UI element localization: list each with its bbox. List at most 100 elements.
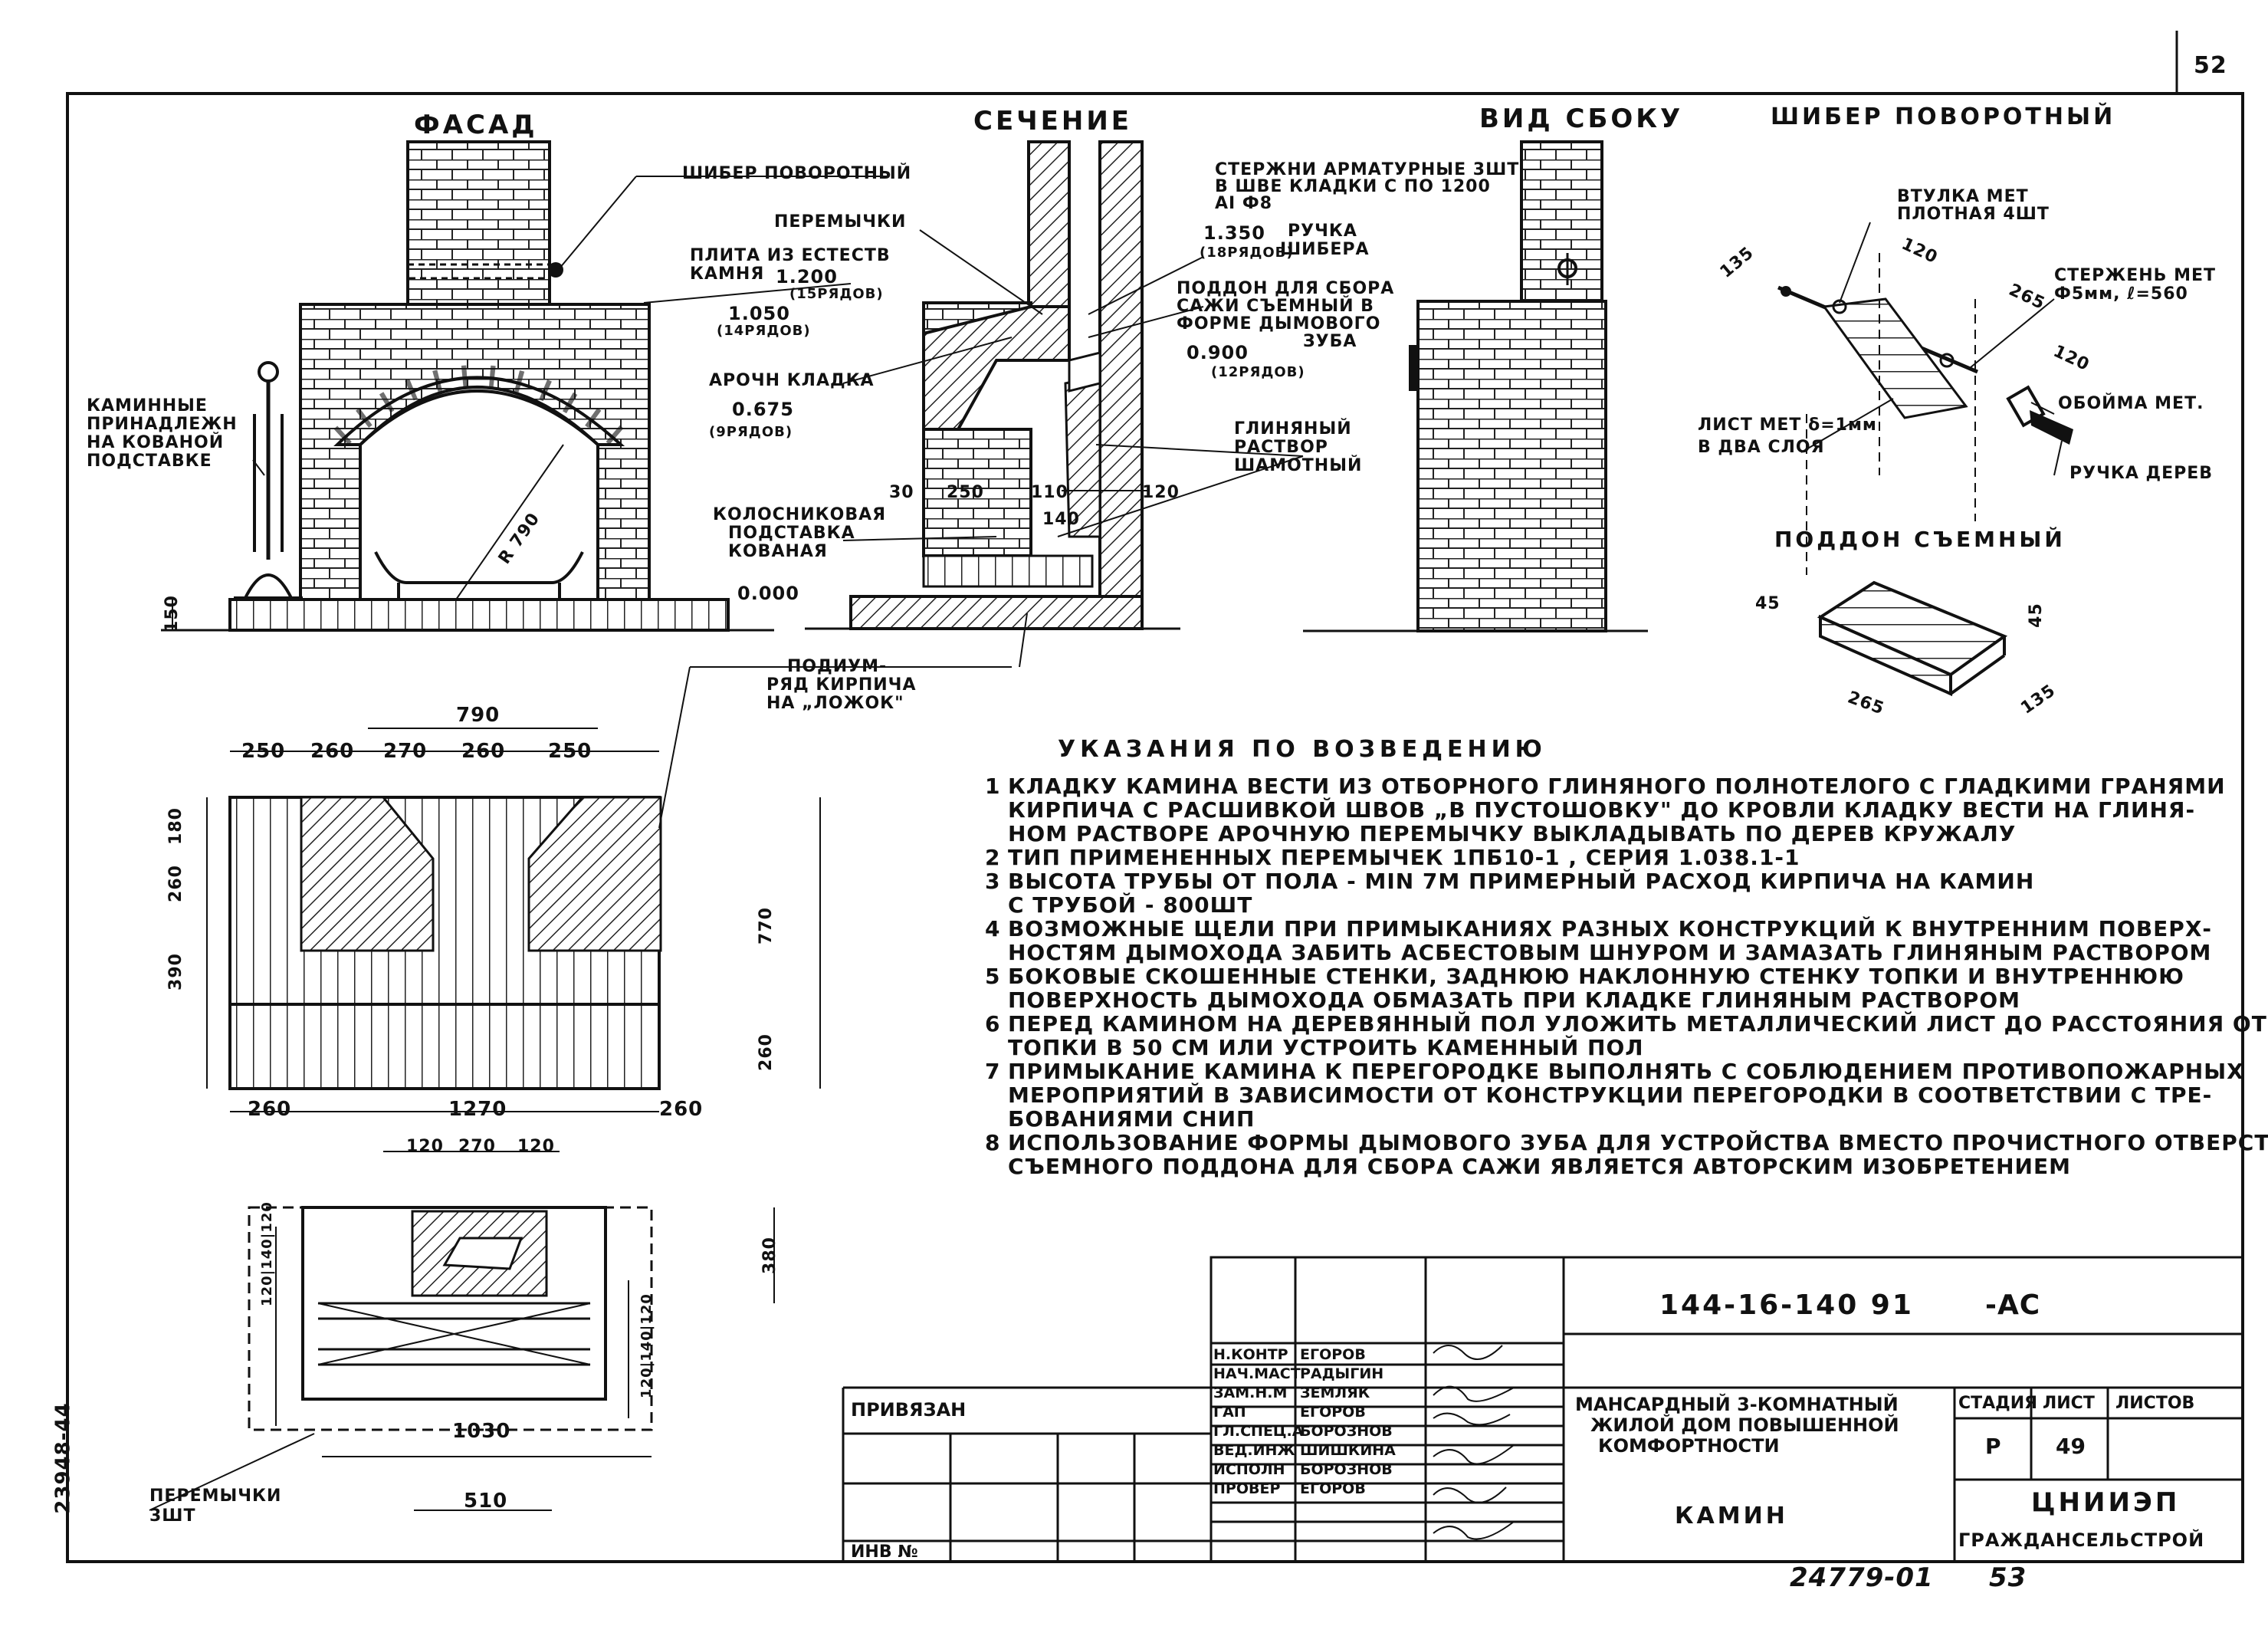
stamp-person: БОРОЗНОВ — [1300, 1461, 1393, 1478]
stage-value: Р — [1985, 1434, 2001, 1459]
level-0675: 0.675 — [732, 399, 794, 420]
plan2-dim-right: 120|140|120 — [638, 1293, 655, 1398]
plan2-dim-left: 120|140|120 — [258, 1201, 275, 1306]
handle-label-1: РУЧКА — [1288, 222, 1357, 241]
dim-30: 30 — [889, 483, 914, 502]
stage-header: СТАДИЯ — [1958, 1394, 2038, 1413]
plan-dim-260br: 260 — [659, 1098, 704, 1121]
plan-dim-260bl: 260 — [248, 1098, 292, 1121]
stamp-role: ГАП — [1213, 1404, 1246, 1421]
rows-18: (18РЯДОВ) — [1200, 245, 1294, 261]
plan-dim-770: 770 — [756, 907, 776, 944]
plan2-dim-120a: 120 — [406, 1137, 444, 1156]
rebar-label-2: В ШВЕ КЛАДКИ С ПО 1200 — [1215, 177, 1491, 196]
note-line: БОВАНИЯМИ СНИП — [985, 1107, 2211, 1131]
level-1200: 1.200 — [776, 266, 838, 287]
sheet-number-top: 52 — [2194, 52, 2227, 79]
lintels-bottom-label-2: 3ШТ — [149, 1506, 196, 1526]
note-number: 3 — [985, 869, 1001, 894]
doc-code: 144-16-140 91 — [1659, 1289, 1914, 1321]
plan2-dim-1030: 1030 — [452, 1420, 511, 1443]
plan-dim-180: 180 — [166, 807, 185, 845]
grate-label-2: ПОДСТАВКА — [728, 524, 855, 543]
leader-lines — [149, 176, 2063, 1511]
sheet-value: 49 — [2056, 1434, 2086, 1459]
stamp-person: ЕГОРОВ — [1300, 1346, 1366, 1363]
tools-label-2: ПРИНАДЛЕЖН — [87, 415, 238, 434]
sheet-label-1: ЛИСТ МЕТ δ=1мм — [1698, 416, 1877, 435]
handle-label-2: ШИБЕРА — [1280, 240, 1370, 259]
note-text: ТИП ПРИМЕНЕННЫХ ПЕРЕМЫЧЕК 1ПБ10-1 , СЕРИ… — [1008, 845, 1800, 870]
plan-dim-1270: 1270 — [448, 1098, 507, 1121]
stamp-role: НАЧ.МАСТ — [1213, 1365, 1301, 1382]
plan2-dim-510: 510 — [464, 1490, 508, 1513]
grate-label-3: КОВАНАЯ — [728, 542, 828, 561]
note-line: СЪЕМНОГО ПОДДОНА ДЛЯ СБОРА САЖИ ЯВЛЯЕТСЯ… — [985, 1155, 2211, 1178]
stamp-role: ВЕД.ИНЖ — [1213, 1442, 1295, 1459]
bound-label: ПРИВЯЗАН — [851, 1399, 967, 1421]
level-1050: 1.050 — [728, 303, 790, 324]
note-line: ТОПКИ В 50 СМ ИЛИ УСТРОИТЬ КАМЕННЫЙ ПОЛ — [985, 1036, 2211, 1059]
title-block-lines — [842, 1256, 2244, 1563]
note-number: 7 — [985, 1059, 1001, 1084]
plan-dim-260r: 260 — [756, 1033, 776, 1071]
damper-label: ШИБЕР ПОВОРОТНЫЙ — [682, 164, 912, 183]
stamp-person: ЗЕМЛЯК — [1300, 1385, 1370, 1401]
project-line-2: ЖИЛОЙ ДОМ ПОВЫШЕННОЙ — [1590, 1414, 1899, 1436]
stamp-role: Н.КОНТР — [1213, 1346, 1288, 1363]
note-line: МЕРОПРИЯТИЙ В ЗАВИСИМОСТИ ОТ КОНСТРУКЦИИ… — [985, 1083, 2211, 1107]
rod-label-2: Ф5мм, ℓ=560 — [2054, 284, 2188, 304]
sleeve-label-2: ПЛОТНАЯ 4ШТ — [1897, 205, 2050, 224]
dim-45b: 45 — [2026, 603, 2046, 628]
grate-label-1: КОЛОСНИКОВАЯ — [713, 505, 887, 524]
note-text: СЪЕМНОГО ПОДДОНА ДЛЯ СБОРА САЖИ ЯВЛЯЕТСЯ… — [1008, 1154, 2071, 1179]
side-stamp: 23948-44 — [51, 1402, 75, 1514]
stamp-person: БОРОЗНОВ — [1300, 1423, 1393, 1440]
note-text: КЛАДКУ КАМИНА ВЕСТИ ИЗ ОТБОРНОГО ГЛИНЯНО… — [1008, 774, 2226, 799]
project-line-3: КОМФОРТНОСТИ — [1598, 1435, 1780, 1457]
bottom-number: 53 — [1989, 1562, 2027, 1593]
plan-dim-270: 270 — [383, 740, 428, 763]
org-name-1: ЦНИИЭП — [2031, 1487, 2181, 1518]
clip-label: ОБОЙМА МЕТ. — [2058, 394, 2204, 413]
facade-view — [161, 140, 774, 632]
stamp-role: ИСПОЛН — [1213, 1461, 1285, 1478]
org-name-2: ГРАЖДАНСЕЛЬСТРОЙ — [1958, 1529, 2205, 1551]
clay-mortar-label-3: ШАМОТНЫЙ — [1234, 456, 1363, 475]
podium-label-1: ПОДИУМ- — [787, 657, 888, 676]
note-line: КИРПИЧА С РАСШИВКОЙ ШВОВ „В ПУСТОШОВКУ" … — [985, 798, 2211, 822]
plan2-dim-380: 380 — [760, 1237, 780, 1274]
side-view-title: ВИД СБОКУ — [1479, 103, 1684, 134]
rebar-label-3: АI Ф8 — [1215, 194, 1272, 213]
note-text: С ТРУБОЙ - 800ШТ — [1008, 892, 1253, 918]
height-150: 150 — [162, 595, 182, 632]
stamp-person: ЕГОРОВ — [1300, 1404, 1366, 1421]
note-line: НОСТЯМ ДЫМОХОДА ЗАБИТЬ АСБЕСТОВЫМ ШНУРОМ… — [985, 941, 2211, 964]
note-text: МЕРОПРИЯТИЙ В ЗАВИСИМОСТИ ОТ КОНСТРУКЦИИ… — [1008, 1082, 2213, 1108]
note-text: КИРПИЧА С РАСШИВКОЙ ШВОВ „В ПУСТОШОВКУ" … — [1008, 797, 2196, 823]
sheet-header: ЛИСТ — [2043, 1394, 2095, 1413]
note-text: НОМ РАСТВОРЕ АРОЧНУЮ ПЕРЕМЫЧКУ ВЫКЛАДЫВА… — [1008, 821, 2017, 846]
tray-label-4: ЗУБА — [1303, 332, 1357, 351]
rows-14: (14РЯДОВ) — [717, 323, 811, 339]
plan-dim-250b: 250 — [548, 740, 592, 763]
plan-dim-790: 790 — [456, 704, 501, 727]
plan-dim-390: 390 — [166, 953, 185, 990]
project-line-1: МАНСАРДНЫЙ 3-КОМНАТНЫЙ — [1575, 1394, 1899, 1415]
plan-dim-250a: 250 — [241, 740, 286, 763]
dim-45a: 45 — [1755, 594, 1781, 613]
note-text: ПОВЕРХНОСТЬ ДЫМОХОДА ОБМАЗАТЬ ПРИ КЛАДКЕ… — [1008, 987, 2020, 1013]
level-1350: 1.350 — [1203, 222, 1265, 244]
clay-mortar-label-1: ГЛИНЯНЫЙ — [1234, 419, 1352, 439]
plan-bottom — [248, 1151, 775, 1511]
rows-12: (12РЯДОВ) — [1211, 364, 1305, 380]
note-text: ВЫСОТА ТРУБЫ ОТ ПОЛА - MIN 7М ПРИМЕРНЫЙ … — [1008, 869, 2035, 894]
